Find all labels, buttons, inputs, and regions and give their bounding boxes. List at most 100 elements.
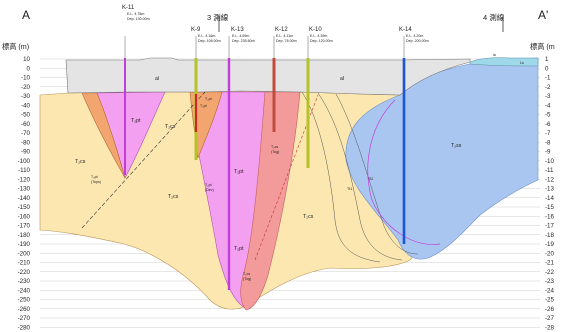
tick-label-right: -25 [545,297,555,304]
tick-label-left: -100 [18,158,31,165]
tick-label-right: -23 [545,278,555,285]
tick-label-right: -19 [545,241,555,248]
k13-el: E.L. 4.59m [232,34,249,38]
contour-2 [317,92,403,261]
tick-label-left: -30 [21,93,31,100]
label-t2cs-2: T₂cs [75,159,86,165]
k13-name: K-13 [231,27,244,33]
line4-label: 4 測線 [483,12,505,22]
borehole-labels: K-11 E.L. 4.78m Dep. 130.00m K-9 E.L. 4.… [122,5,429,43]
k12-el: E.L. 4.11m [276,34,293,38]
tick-label-right: 0 [545,65,549,72]
geologic-units [39,57,539,311]
k10-dep: Dep. 120.00m [310,39,333,43]
label-t2cs-right: T₂cs [303,214,314,220]
tick-label-right: -15 [545,204,555,211]
right-axis-ticks: 10-1-2-3-4-5-6-7-8-9-10-11-12-13-14-15-1… [545,56,555,331]
section-end-left: A [22,8,30,22]
tick-label-left: -130 [18,186,31,193]
label-t2pt-dev: T₂pt [205,183,212,187]
tick-label-left: -260 [18,306,31,313]
label-al-1: al [155,76,159,82]
line3-label: 3 測線 [207,12,229,22]
tick-label-right: -16 [545,213,555,220]
tick-label-right: -22 [545,269,555,276]
k11-name: K-11 [122,5,135,11]
tick-label-left: -40 [21,102,31,109]
k10-name: K-10 [309,27,322,33]
tick-label-left: -210 [18,260,31,267]
tick-label-left: -230 [18,278,31,285]
label-t2pt-tops: T₂pt [91,175,98,179]
tick-label-right: -2 [545,84,551,91]
tick-label-left: 10 [23,56,30,63]
boreholes [124,36,406,290]
label-t2pt-lower: T₂pt [234,246,244,252]
tick-label-right: -7 [545,130,551,137]
tick-label-left: -240 [18,287,31,294]
k9-el: E.L. 4.16m [198,34,215,38]
tick-label-right: -26 [545,306,555,313]
tick-label-right: -1 [545,75,551,82]
k11-dep: Dep. 130.00m [127,17,150,21]
label-t2pt-left: T₂pt [131,118,141,124]
tick-label-left: -10 [21,75,31,82]
k9-dep: Dep. 108.00m [198,39,221,43]
tick-label-right: -21 [545,260,555,267]
label-t2cs-1: T₂cs [165,124,176,130]
unit-orange-band-left [81,92,126,179]
unit-al-surface [65,57,471,96]
unit-salmon-tog [240,91,301,311]
tick-label-right: -17 [545,223,555,230]
k14-el: E.L. 4.20m [406,34,423,38]
label-t2pt-k9: T₂pt [205,97,212,101]
unit-labels: al al ia Ls T₂pt T₂cs T₂cs T₂pt (Tops) T… [75,53,524,281]
tick-label-right: -28 [545,324,555,331]
label-tops: (Tops) [91,180,101,184]
axis-title-left: 標高 (m) [2,42,29,51]
k10-el: E.L. 4.39m [310,34,327,38]
label-tt1: Tt1 [347,187,352,191]
fault-line-1 [81,91,206,229]
unit-orange-wedge-k9 [189,91,223,159]
tick-label-left: -20 [21,84,31,91]
k9-name: K-9 [191,27,201,33]
tick-label-left: -140 [18,195,31,202]
tick-label-left: -110 [18,167,30,174]
label-t2pt-mid: T₂pt [234,169,244,175]
label-tog1: (Tog) [271,150,279,154]
tick-label-right: -13 [545,186,555,193]
label-t2cs-mid: T₂cs [168,194,179,200]
label-ia: ia [493,53,496,57]
tick-label-left: -160 [18,213,31,220]
contour-1 [301,91,381,263]
tick-label-right: -27 [545,315,555,322]
label-ls: Ls [520,61,524,65]
tick-label-left: -280 [18,324,31,331]
label-t2pt-k9b: T₂pt [200,104,207,108]
tick-label-right: -6 [545,121,551,128]
tick-label-left: -60 [21,121,31,128]
tick-label-left: 0 [27,65,31,72]
tick-label-left: -190 [18,241,31,248]
tick-label-right: -4 [545,102,551,109]
label-tt2: Tt2 [368,177,373,181]
tick-label-left: -180 [18,232,31,239]
tick-label-left: -170 [18,223,31,230]
tick-label-left: -200 [18,250,31,257]
unit-ia-ls [469,57,539,67]
left-axis-ticks: 100-10-20-30-40-50-60-70-80-90-100-110-1… [18,56,31,331]
tick-label-left: -70 [21,130,31,137]
section-end-right: A' [538,8,548,22]
tick-label-right: -20 [545,250,555,257]
tick-label-right: -14 [545,195,555,202]
tick-label-right: -8 [545,139,551,146]
k14-dep: Dep. 200.00m [406,39,429,43]
label-t2cs-tog2: T₂cs [243,272,250,276]
tick-label-right: 1 [545,56,549,63]
survey-lines: 3 測線 4 測線 [207,12,505,32]
tick-label-right: -12 [545,176,555,183]
tick-label-left: -90 [21,149,31,156]
k12-name: K-12 [275,27,288,33]
